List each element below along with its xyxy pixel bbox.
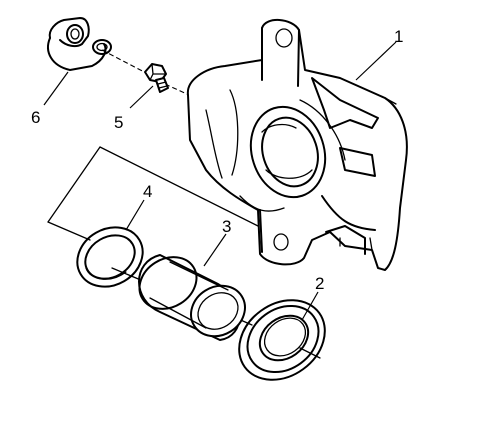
leader-lines <box>43 41 397 321</box>
callout-4: 4 <box>143 182 152 201</box>
piston <box>138 254 246 341</box>
bleeder-cap <box>47 17 112 71</box>
callout-3: 3 <box>222 217 231 236</box>
caliper-housing <box>186 19 408 271</box>
piston-seal <box>76 226 144 288</box>
callout-5: 5 <box>114 113 123 132</box>
bleeder-valve <box>144 63 169 93</box>
callout-6: 6 <box>31 108 40 127</box>
callout-labels: 1 2 3 4 5 6 <box>31 27 403 293</box>
piston-boot <box>238 299 326 381</box>
callout-2: 2 <box>315 274 324 293</box>
callout-1: 1 <box>394 27 403 46</box>
